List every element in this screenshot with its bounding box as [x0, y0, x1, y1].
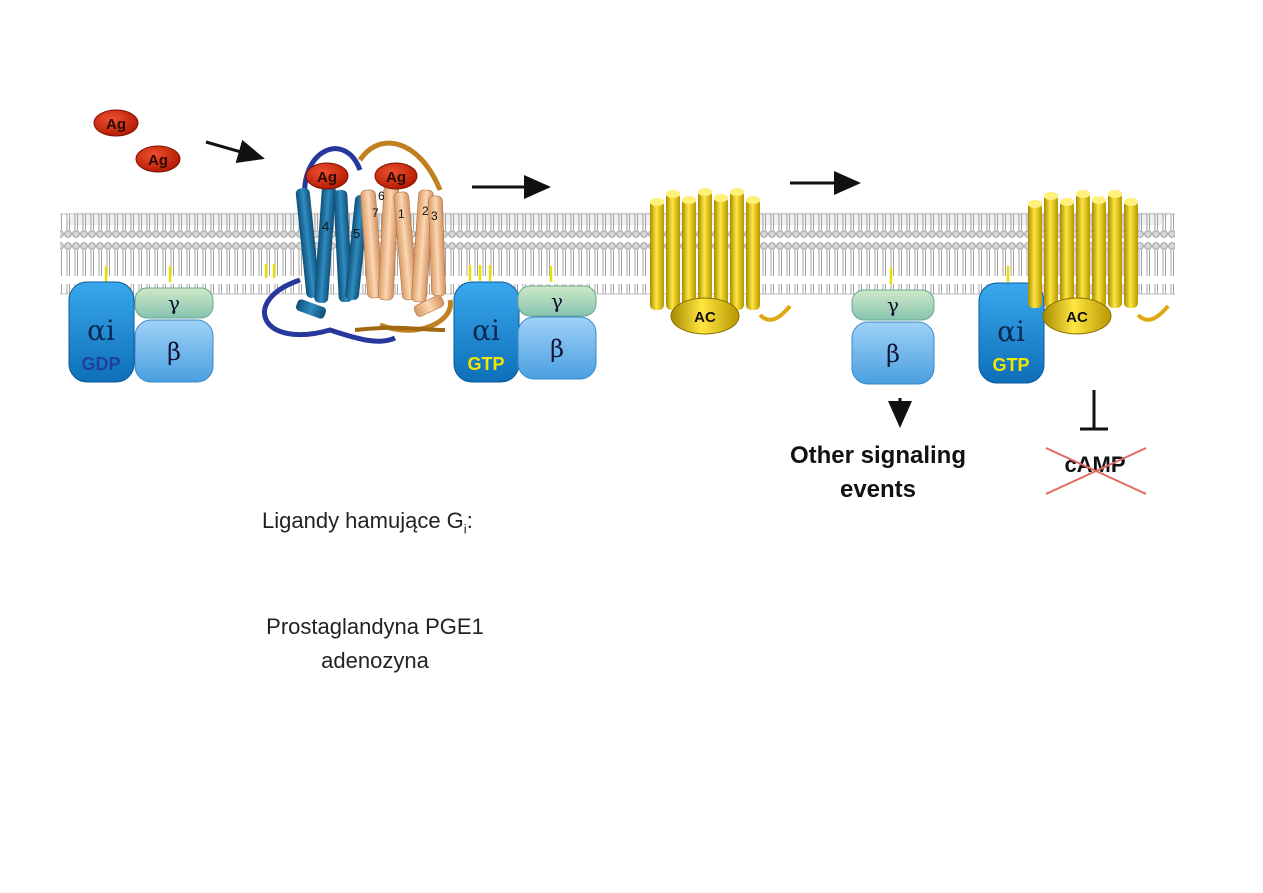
ligand-ag-bound-2: Ag: [374, 162, 418, 190]
svg-text:AC: AC: [694, 309, 716, 326]
svg-text:7: 7: [372, 206, 379, 220]
g-alpha-gtp-inhibiting: αi GTP: [978, 282, 1045, 384]
svg-text:cAMP: cAMP: [1064, 452, 1125, 477]
svg-text:3: 3: [431, 209, 438, 223]
svg-text:4: 4: [322, 219, 329, 234]
svg-text:γ: γ: [168, 291, 180, 315]
ligand-ag-bound-1: Ag: [305, 162, 349, 190]
inhibition-bar: [1080, 390, 1108, 431]
ligands-title: Ligandy hamujące Gi:: [262, 508, 473, 537]
svg-text:Ag: Ag: [106, 116, 126, 133]
svg-text:Ag: Ag: [386, 169, 406, 186]
camp-crossed-out: cAMP: [1045, 447, 1147, 495]
svg-text:GTP: GTP: [992, 355, 1029, 375]
svg-text:1: 1: [398, 207, 405, 221]
svg-text:β: β: [550, 335, 564, 363]
svg-text:β: β: [167, 338, 181, 366]
ligand-list: Prostaglandyna PGE1 adenozyna: [255, 614, 495, 674]
adenylyl-cyclase-2: AC: [1028, 190, 1170, 335]
ligand-ag-2: Ag: [135, 145, 181, 173]
arrow-binding: [205, 139, 265, 163]
svg-text:6: 6: [378, 189, 385, 203]
ligand-ag-1: Ag: [93, 109, 139, 137]
ligand-item-pge1: Prostaglandyna PGE1: [266, 614, 484, 639]
lipid-anchors: [104, 264, 1010, 284]
gpcr-receptor: 4 5 6 7 1 2 3: [262, 140, 453, 344]
svg-text:αi: αi: [997, 315, 1025, 348]
svg-text:5: 5: [353, 226, 360, 241]
ligand-item-adenosine: adenozyna: [321, 648, 429, 673]
svg-text:αi: αi: [87, 314, 115, 347]
svg-text:Ag: Ag: [148, 152, 168, 169]
g-protein-activated: αi GTP γ β: [453, 281, 597, 383]
svg-text:Ag: Ag: [317, 169, 337, 186]
svg-text:AC: AC: [1066, 309, 1088, 326]
svg-text:γ: γ: [887, 293, 899, 317]
svg-text:2: 2: [422, 204, 429, 218]
other-signaling-label-line1: Other signaling: [790, 442, 966, 469]
svg-text:β: β: [886, 340, 900, 368]
svg-text:GDP: GDP: [81, 354, 120, 374]
svg-text:GTP: GTP: [467, 354, 504, 374]
svg-text:αi: αi: [472, 314, 500, 347]
beta-gamma-dimer: γ β: [851, 289, 935, 385]
other-signaling-label-line2: events: [840, 476, 916, 503]
adenylyl-cyclase-1: AC: [650, 188, 792, 335]
g-protein-inactive: αi GDP γ β: [68, 281, 214, 383]
svg-text:γ: γ: [551, 289, 563, 313]
